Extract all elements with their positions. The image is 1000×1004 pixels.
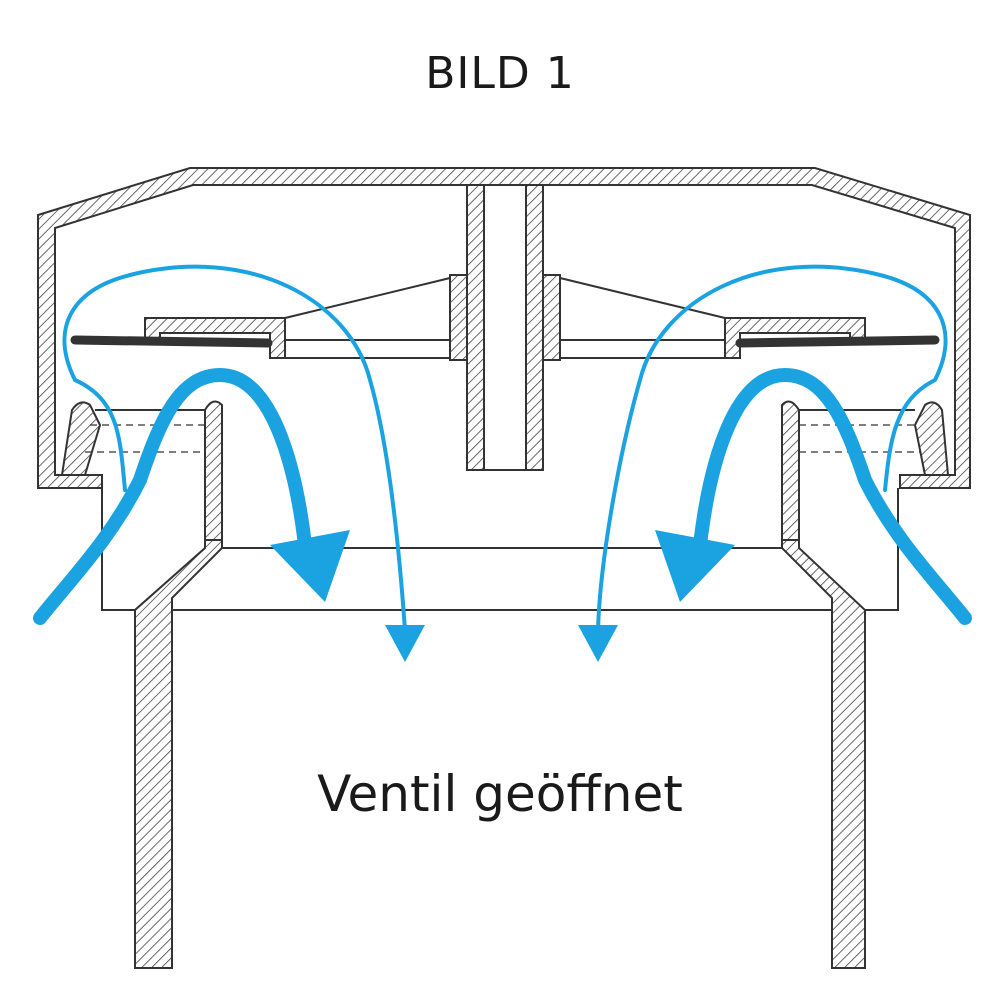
guide-sleeve-left [449,274,468,361]
seat-ring-left [60,401,102,476]
membrane-right [735,335,940,348]
seat-ring-right [913,401,950,476]
membrane-holder-right [724,317,866,359]
guide-sleeve-right [542,274,561,361]
flow-arrows [33,264,972,662]
seat-lip-right [781,400,800,541]
curved-arrow-icon [62,264,407,632]
center-stem-right-wall [525,184,544,471]
arrow-head-thick-left [270,530,350,602]
membrane-carrier [284,277,726,341]
arrow-head-center-right [578,625,618,662]
curved-arrow-icon [693,367,972,625]
pipe-wall-right [781,539,866,969]
curved-arrow-icon [33,367,312,625]
pipe-wall-left [134,539,223,969]
membrane-left [70,335,273,348]
center-stem-left-wall [466,184,485,471]
figure-title: BILD 1 [425,48,575,99]
cap-shell [37,167,971,489]
arrow-head-thick-right [655,530,735,602]
figure-caption: Ventil geöffnet [317,765,683,823]
seat-lip-left [204,400,223,541]
arrow-head-center-left [385,625,425,662]
curved-arrow-icon [596,264,948,632]
